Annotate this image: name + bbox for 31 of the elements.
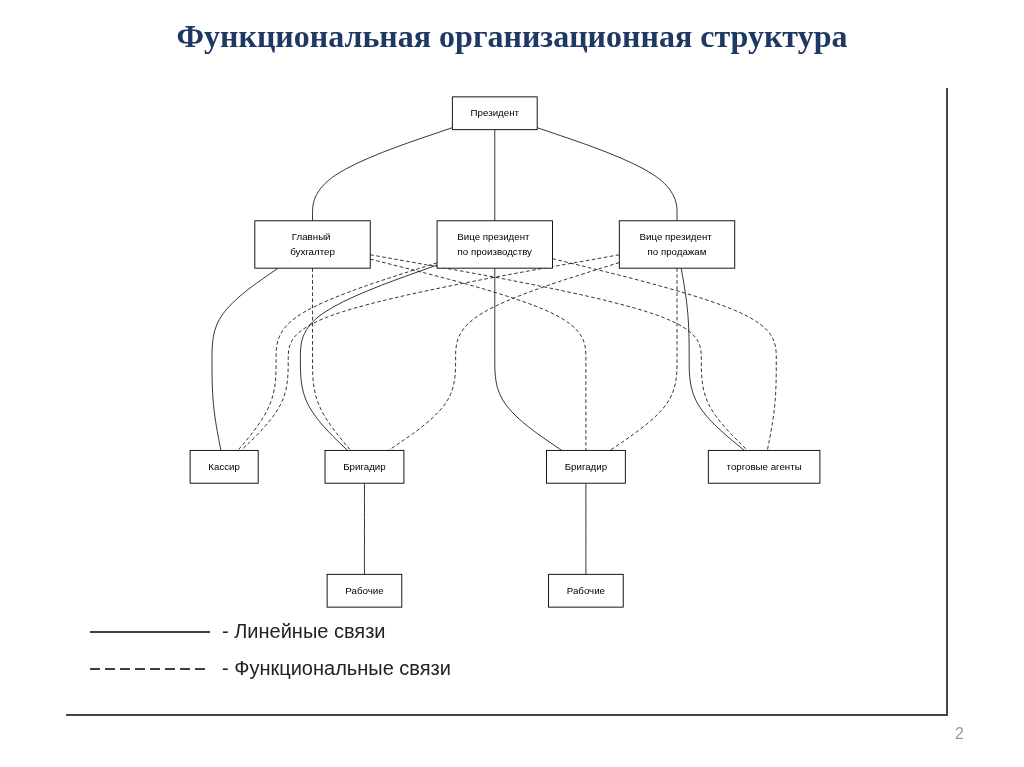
connector	[494, 129, 496, 222]
page-number: 2	[955, 725, 964, 743]
connector	[312, 127, 453, 222]
node-box: Вице президент по продажам	[618, 220, 736, 269]
node-box: торговые агенты	[707, 449, 821, 484]
node-box: Главный бухгалтер	[254, 220, 371, 269]
node-box: Бригадир	[324, 449, 405, 484]
connector	[388, 262, 620, 451]
connector	[609, 267, 678, 451]
legend-text: - Функциональные связи	[222, 657, 451, 680]
connector	[240, 254, 620, 451]
connector	[211, 267, 279, 451]
connector	[680, 267, 745, 451]
node-box: Рабочие	[326, 573, 403, 608]
node-box: Бригадир	[546, 449, 626, 484]
connector	[536, 127, 678, 222]
node-box: Президент	[451, 96, 538, 131]
legend-text: - Линейные связи	[222, 620, 386, 643]
connector	[312, 267, 352, 451]
node-box: Рабочие	[548, 573, 624, 608]
connector	[369, 258, 587, 451]
connector	[300, 264, 438, 451]
connector	[585, 482, 587, 575]
connector	[364, 482, 365, 575]
node-box: Вице президент по производству	[436, 220, 553, 269]
node-box: Кассир	[189, 449, 259, 484]
diagram-title: Функциональная организационная структура	[175, 18, 849, 55]
connector	[237, 262, 438, 451]
connector	[552, 258, 777, 451]
connector	[369, 254, 748, 451]
connector	[494, 267, 563, 451]
